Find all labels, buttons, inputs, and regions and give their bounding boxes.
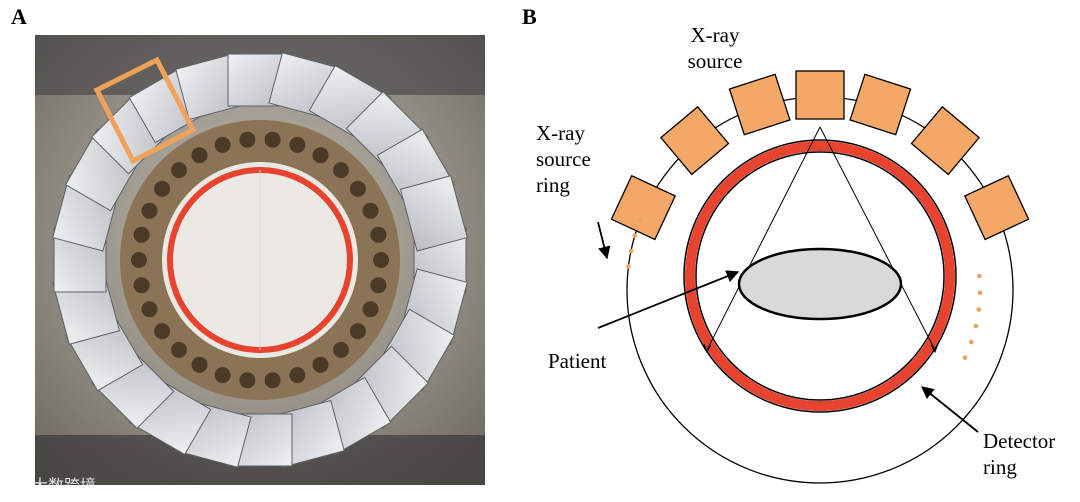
- watermark-logo-icon: [10, 475, 28, 493]
- gantry-hole: [171, 341, 187, 358]
- source-ring-dot: [628, 248, 634, 254]
- gantry-hole: [154, 323, 171, 340]
- xray-source-label-line-1: X-ray: [690, 23, 740, 47]
- xray-source-box: [910, 105, 981, 176]
- gantry-hole: [333, 162, 349, 179]
- gantry-hole: [239, 131, 256, 148]
- xray-source-box: [610, 174, 677, 241]
- source-ring-label-line-1: X-ray: [536, 121, 585, 145]
- source-ring-dot: [976, 307, 982, 312]
- gantry-hole: [264, 131, 281, 148]
- gantry-hole: [370, 277, 387, 294]
- gantry-hole: [349, 323, 366, 340]
- source-ring-arrow: [597, 221, 611, 260]
- gantry-hole: [141, 202, 158, 219]
- gantry-hole: [312, 356, 329, 373]
- xray-source-label-line-2: source: [687, 49, 743, 73]
- source-ring-dot: [973, 323, 979, 329]
- gantry-hole: [239, 372, 256, 389]
- xray-source-module: [399, 175, 468, 252]
- beam-right: [819, 126, 936, 351]
- highlighted-source-box: [93, 56, 197, 165]
- gantry-hole: [191, 356, 208, 373]
- gantry-hole: [154, 180, 171, 197]
- source-ring-label-line-3: ring: [536, 173, 570, 197]
- source-ring-label: X-ray source ring: [536, 120, 591, 198]
- xray-source-modules: [52, 52, 468, 468]
- source-ring-dot: [969, 339, 974, 345]
- watermark-text: 大数跨境: [32, 476, 97, 495]
- source-ring-dot: [977, 273, 982, 279]
- source-ring-dot: [637, 218, 643, 224]
- source-ring-dot: [962, 355, 968, 360]
- detector-ring-outline-outer: [683, 139, 957, 413]
- xray-source-box: [728, 73, 791, 136]
- panel-label-b: B: [522, 4, 537, 29]
- gantry-hole: [312, 147, 329, 164]
- gantry-hole: [373, 252, 389, 268]
- xray-source-label: X-ray source: [670, 22, 760, 74]
- detector-label-line-2: ring: [983, 455, 1017, 479]
- xray-source-box: [659, 105, 730, 176]
- xray-source-boxes: [610, 70, 1030, 241]
- beam-left: [706, 126, 821, 351]
- scanner-photo-drawing: [35, 35, 485, 485]
- gantry-hole: [362, 301, 379, 318]
- gantry-hole: [289, 367, 306, 384]
- detector-arrow: [921, 386, 979, 433]
- gantry-hole: [171, 162, 187, 179]
- source-ring-dots-right: [962, 273, 983, 360]
- xray-source-box: [795, 70, 845, 120]
- gantry-hole: [214, 136, 231, 153]
- detector-label-line-1: Detector: [983, 429, 1056, 453]
- detector-ring-outline-inner: [695, 151, 945, 401]
- gantry-hole: [133, 277, 150, 294]
- detector-ring: [685, 141, 955, 411]
- xray-source-box: [963, 174, 1030, 241]
- gantry-hole: [133, 226, 150, 243]
- gantry-hole: [131, 252, 147, 268]
- source-ring-dot: [632, 233, 638, 238]
- gantry-hole: [289, 136, 306, 153]
- patient-label: Patient: [548, 349, 607, 373]
- patient-ellipse: [737, 247, 903, 321]
- beam-right-arrow: [930, 343, 939, 354]
- source-ring-dot: [626, 264, 631, 269]
- detector-ring-label: Detector ring: [983, 428, 1055, 480]
- gantry-hole: [370, 226, 387, 243]
- watermark: 大数跨境: [10, 472, 96, 496]
- gantry-hole: [191, 147, 208, 164]
- gantry-hole: [333, 341, 349, 358]
- panel-label-a: A: [11, 4, 27, 29]
- gantry-hole: [141, 301, 158, 318]
- gantry-hole: [362, 202, 379, 219]
- gantry-hole: [264, 372, 281, 389]
- gantry-holes: [131, 131, 389, 389]
- source-ring-dot: [977, 290, 983, 296]
- source-ring-dots-left: [626, 218, 643, 269]
- gantry-hole: [214, 367, 231, 384]
- schematic-diagram: [597, 70, 1030, 484]
- scanner-photo: [35, 35, 485, 485]
- xray-source-box: [849, 73, 912, 136]
- gantry-hole: [349, 180, 366, 197]
- beam-left-arrow: [703, 343, 712, 354]
- patient-arrow: [597, 270, 740, 329]
- source-ring-label-line-2: source: [536, 147, 591, 171]
